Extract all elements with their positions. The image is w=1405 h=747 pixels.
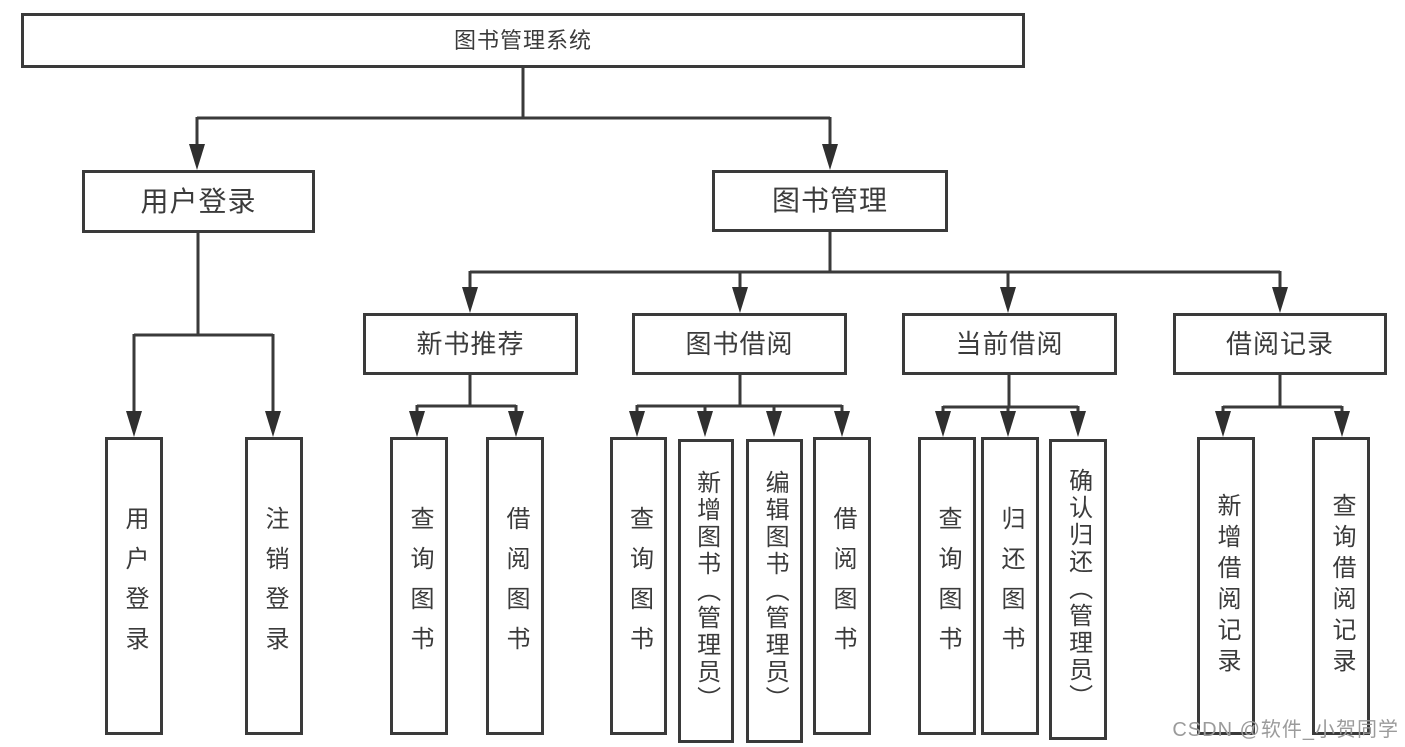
node-new-book-recommend: 新书推荐 [363, 313, 578, 375]
leaf-bb-edit-books-admin: 编辑图书（管理员） [746, 439, 803, 743]
node-borrowing-records: 借阅记录 [1173, 313, 1387, 375]
leaf-nbr-borrow-books: 借阅图书 [486, 437, 544, 735]
node-book-borrowing: 图书借阅 [632, 313, 847, 375]
leaf-br-add-borrow-record: 新增借阅记录 [1197, 437, 1255, 735]
node-user-login: 用户登录 [82, 170, 315, 233]
node-library-management-system: 图书管理系统 [21, 13, 1025, 68]
leaf-nbr-query-books: 查询图书 [390, 437, 448, 735]
leaf-bb-query-books: 查询图书 [610, 437, 667, 735]
leaf-user-login: 用户登录 [105, 437, 163, 735]
leaf-bb-borrow-books: 借阅图书 [813, 437, 871, 735]
leaf-cb-return-books: 归还图书 [981, 437, 1039, 735]
leaf-cb-confirm-return-admin: 确认归还（管理员） [1049, 439, 1107, 740]
leaf-cb-query-books: 查询图书 [918, 437, 976, 735]
node-book-management: 图书管理 [712, 170, 948, 232]
leaf-logout: 注销登录 [245, 437, 303, 735]
leaf-br-query-borrow-record: 查询借阅记录 [1312, 437, 1370, 735]
csdn-watermark: CSDN @软件_小贺同学 [1172, 719, 1399, 741]
node-current-borrowing: 当前借阅 [902, 313, 1117, 375]
leaf-bb-add-books-admin: 新增图书（管理员） [678, 439, 734, 743]
